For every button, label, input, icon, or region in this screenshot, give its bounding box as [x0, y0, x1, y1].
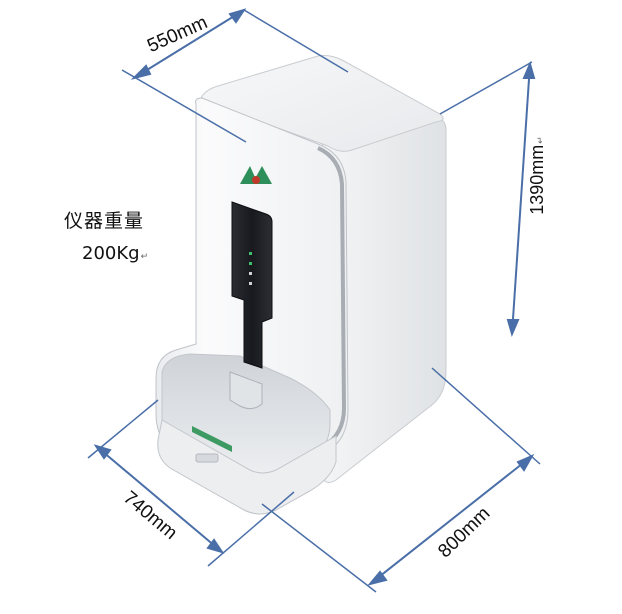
dim-line-depth-left	[95, 445, 223, 553]
brand-strip	[192, 426, 232, 452]
ext-line	[87, 399, 159, 459]
ext-line	[243, 9, 349, 73]
ext-line	[431, 367, 541, 465]
base	[157, 419, 337, 515]
arrow-head	[367, 570, 388, 586]
return-mark: ↵	[140, 252, 149, 262]
height-label: 1390mm↵	[526, 136, 547, 215]
arrow-head	[130, 64, 152, 80]
ext-line	[261, 503, 377, 593]
dispenser-nozzle	[229, 371, 263, 410]
base-slot	[195, 453, 219, 463]
ext-line	[439, 61, 533, 115]
logo-icon	[240, 166, 272, 184]
device-body	[155, 55, 447, 515]
led-indicator-icon	[249, 252, 252, 285]
dim-line-width	[133, 9, 245, 79]
weight-value: 200Kg↵	[82, 243, 149, 264]
ext-line	[121, 69, 247, 143]
dimension-lines	[87, 8, 541, 593]
weight-title: 仪器重量	[64, 210, 145, 232]
arrow-head	[516, 453, 535, 472]
dim-line-depth-right	[369, 455, 533, 585]
return-mark: ↵	[534, 136, 545, 144]
dim-line-height	[511, 63, 531, 335]
arrow-head	[228, 8, 247, 24]
arrow-head	[522, 61, 536, 79]
arrow-head	[506, 319, 520, 337]
ext-line	[207, 491, 295, 567]
arrow-head	[206, 538, 225, 554]
